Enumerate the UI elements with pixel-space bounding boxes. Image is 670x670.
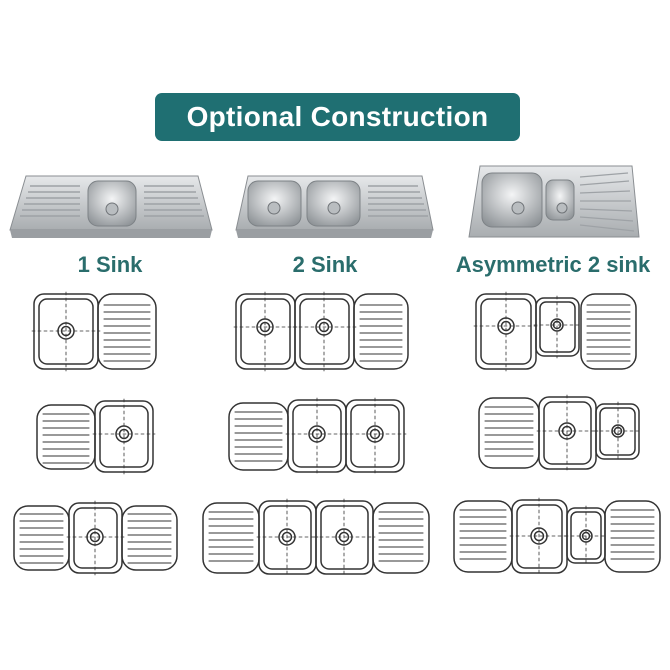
config-2-sink-two-bowls-drainer-right: [233, 291, 409, 372]
config-asym-drainer-left-large-small: [478, 394, 642, 472]
config-asym-drainer-large-small-drainer: [453, 497, 661, 576]
config-2-sink-drainer-two-bowls-drainer: [202, 498, 430, 577]
banner-title: Optional Construction: [186, 101, 489, 132]
one-sink-photo: [9, 175, 213, 238]
asymmetric-sink-photo: [468, 165, 640, 238]
config-1-sink-drainer-left-bowl-right: [36, 398, 156, 475]
config-1-sink-bowl-left-drainer-right: [31, 291, 157, 372]
config-asym-large-small-drainer-right: [473, 291, 637, 372]
column-label-asymmetric-2-sink: Asymmetric 2 sink: [455, 252, 651, 277]
optional-construction-banner: Optional Construction: [155, 93, 520, 141]
two-sink-photo: [235, 175, 434, 238]
config-1-sink-drainer-bowl-drainer: [13, 500, 178, 576]
column-label-2-sink: 2 Sink: [292, 252, 358, 277]
config-2-sink-drainer-left-two-bowls: [228, 397, 407, 475]
column-label-1-sink: 1 Sink: [77, 252, 143, 277]
